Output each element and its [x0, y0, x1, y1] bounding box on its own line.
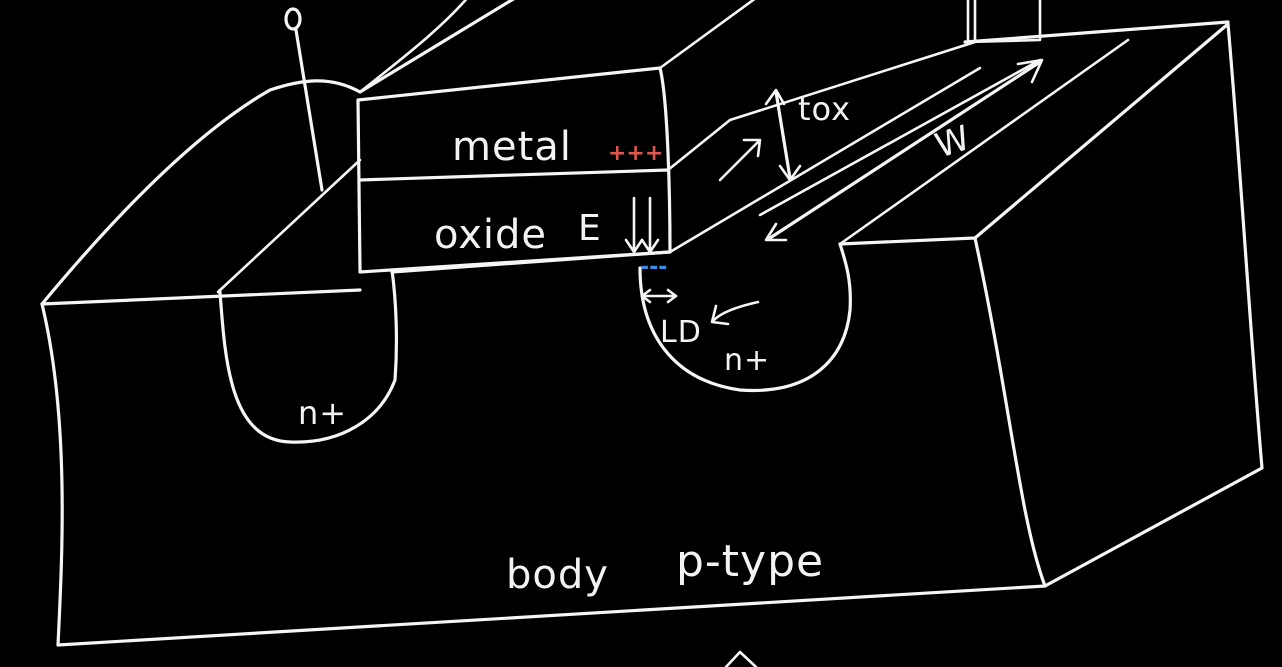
drain-top-line-2: [758, 58, 1042, 217]
tox-arrow-bottom-head: [778, 164, 802, 182]
terminal-circle: [284, 7, 302, 31]
gate-outline: [356, 66, 672, 274]
ld-arrow-left-head: [640, 288, 652, 304]
back-connector: [966, 0, 1042, 44]
body-left-top-edge: [40, 0, 515, 306]
metal-label: metal: [452, 124, 572, 170]
gate-positive-charges: +++: [608, 141, 663, 166]
field-arrow-2: [640, 196, 660, 254]
channel-negative-charges: ---: [640, 255, 667, 280]
drain-doping-label: n+: [724, 343, 770, 378]
body-label: body: [506, 552, 609, 598]
drain-top-surface: [668, 0, 1230, 254]
gate-stack: [356, 0, 977, 274]
ld-label: LD: [660, 315, 702, 350]
oxide-label: oxide: [434, 212, 547, 258]
source-doping-label: n+: [298, 394, 347, 432]
body-type-label: p-type: [676, 536, 824, 587]
terminal-wire: [294, 28, 324, 192]
tox-arrow-shaft: [774, 90, 792, 180]
body-inner-left-ridge-2: [358, 0, 468, 94]
body-block: [40, 0, 1264, 647]
bottom-partial-stroke: [724, 650, 758, 667]
drain-top-line-4: [973, 22, 1230, 240]
w-label: W: [930, 118, 975, 167]
gate-terminal: [284, 7, 324, 192]
w-arrow-shaft: [768, 60, 1042, 240]
gate-back-edges: [658, 0, 977, 172]
body-inner-left-ridge: [216, 158, 362, 294]
tox-dimension-arrow: [718, 88, 802, 182]
oxide-field-arrow: [718, 138, 762, 182]
w-arrow-bottom-head: [764, 222, 788, 242]
body-top-back-edge: [963, 20, 1230, 44]
field-label: E: [578, 208, 602, 249]
tox-arrow-top-head: [764, 88, 786, 106]
ld-arrow-right-head: [666, 288, 678, 304]
w-arrow-top-head: [1016, 58, 1044, 84]
w-dimension-arrow: [764, 58, 1044, 242]
body-top-right-edge: [973, 22, 1264, 588]
gate-metal-oxide-divider: [358, 168, 670, 182]
ld-pointer-arrow: [710, 300, 760, 326]
field-arrows: [624, 196, 660, 254]
drain-top-line-3: [838, 38, 1130, 246]
field-arrow-1: [624, 196, 644, 254]
drain-top-line-1: [668, 66, 982, 254]
ld-dimension-arrow: [640, 288, 760, 326]
drain-well: [638, 242, 852, 393]
tox-label: tox: [798, 90, 851, 128]
source-well: [218, 268, 399, 444]
